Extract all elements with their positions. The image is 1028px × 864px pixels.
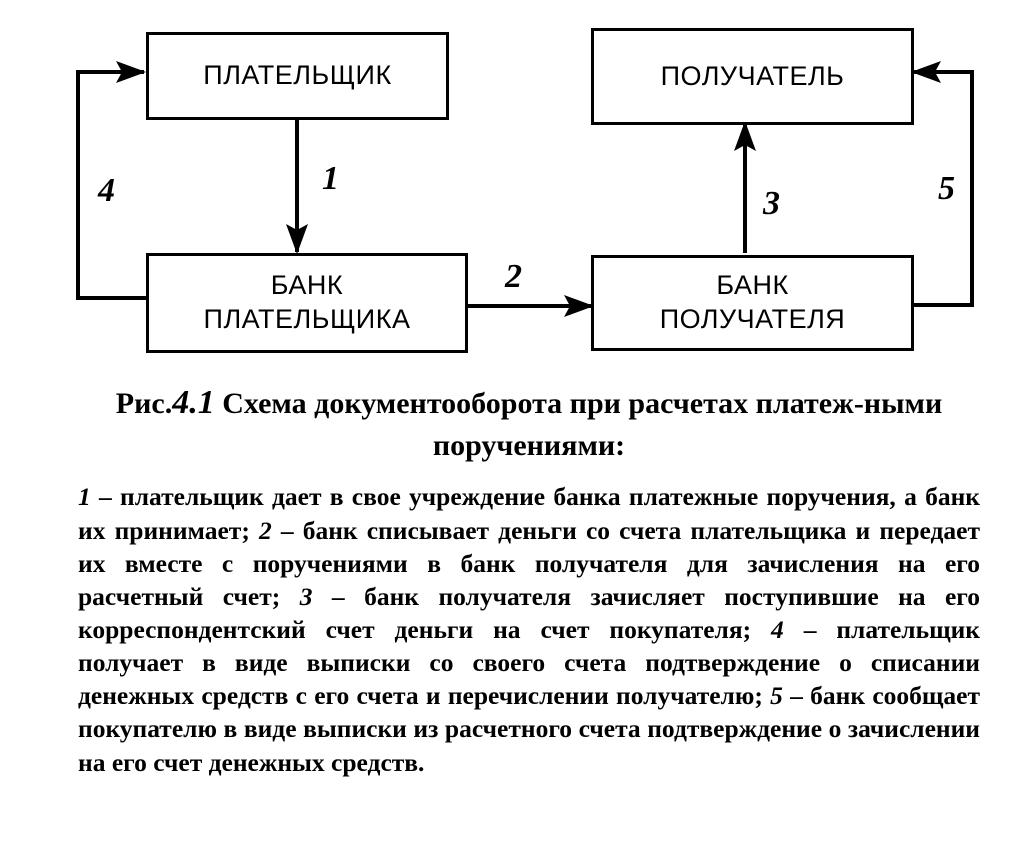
edge-label-2: 2: [505, 258, 522, 295]
caption-title: Рис.4.1 Схема документооборота при расче…: [78, 380, 980, 466]
node-payer-bank: БАНК ПЛАТЕЛЬЩИКА: [146, 253, 468, 353]
node-recipient: ПОЛУЧАТЕЛЬ: [591, 28, 914, 125]
legend-item: 2 – банк списывает деньги со счета плате…: [78, 516, 980, 611]
caption-legend: 1 – плательщик дает в свое учреждение ба…: [78, 480, 980, 778]
node-recipient-label: ПОЛУЧАТЕЛЬ: [660, 60, 845, 91]
legend-item: 4 – плательщик получает в виде выписки с…: [78, 615, 980, 710]
arrow-4: [76, 61, 148, 300]
legend-text: – плательщик получает в виде выписки со …: [78, 614, 980, 711]
node-payer-bank-label: БАНК ПЛАТЕЛЬЩИКА: [204, 269, 411, 337]
node-payer-bank-line1: БАНК: [270, 270, 344, 301]
legend-num: 4: [771, 614, 784, 644]
edge-label-4: 4: [98, 172, 115, 209]
legend-item: 1 – плательщик дает в свое учреждение ба…: [78, 482, 980, 544]
edge-label-1: 1: [322, 160, 339, 197]
legend-num: 5: [770, 681, 783, 711]
edge-label-3: 3: [763, 185, 780, 222]
legend-item: 3 – банк получателя зачисляет поступивши…: [78, 582, 980, 644]
arrow-5: [911, 61, 974, 307]
node-payer-bank-line2: ПЛАТЕЛЬЩИКА: [203, 304, 411, 334]
legend-text: – банк получателя зачисляет поступившие …: [78, 581, 980, 644]
legend-text: – банк сообщает покупателю в виде выписк…: [78, 681, 981, 777]
legend-text: – плательщик дает в свое учреждение банк…: [78, 482, 980, 545]
node-recipient-bank-label: БАНК ПОЛУЧАТЕЛЯ: [660, 269, 846, 337]
flow-arrows: [76, 61, 974, 317]
node-payer-label: ПЛАТЕЛЬЩИК: [203, 60, 392, 91]
node-payer: ПЛАТЕЛЬЩИК: [146, 32, 449, 120]
legend-num: 1: [78, 482, 91, 512]
caption-title-text: Схема документооборота при расчетах плат…: [222, 387, 943, 462]
node-recipient-bank-line2: ПОЛУЧАТЕЛЯ: [659, 304, 846, 334]
caption-prefix: Рис.: [115, 387, 173, 420]
legend-num: 2: [258, 515, 272, 545]
node-recipient-bank: БАНК ПОЛУЧАТЕЛЯ: [591, 255, 914, 351]
legend-item: 5 – банк сообщает покупателю в виде выпи…: [78, 681, 980, 776]
edge-label-5: 5: [938, 170, 955, 207]
legend-num: 3: [299, 581, 313, 611]
node-recipient-bank-line1: БАНК: [716, 270, 789, 301]
figure-caption: Рис.4.1 Схема документооборота при расче…: [78, 380, 980, 779]
legend-text: – банк списывает деньги со счета платель…: [78, 515, 981, 611]
figure-number: 4.1: [172, 384, 215, 421]
